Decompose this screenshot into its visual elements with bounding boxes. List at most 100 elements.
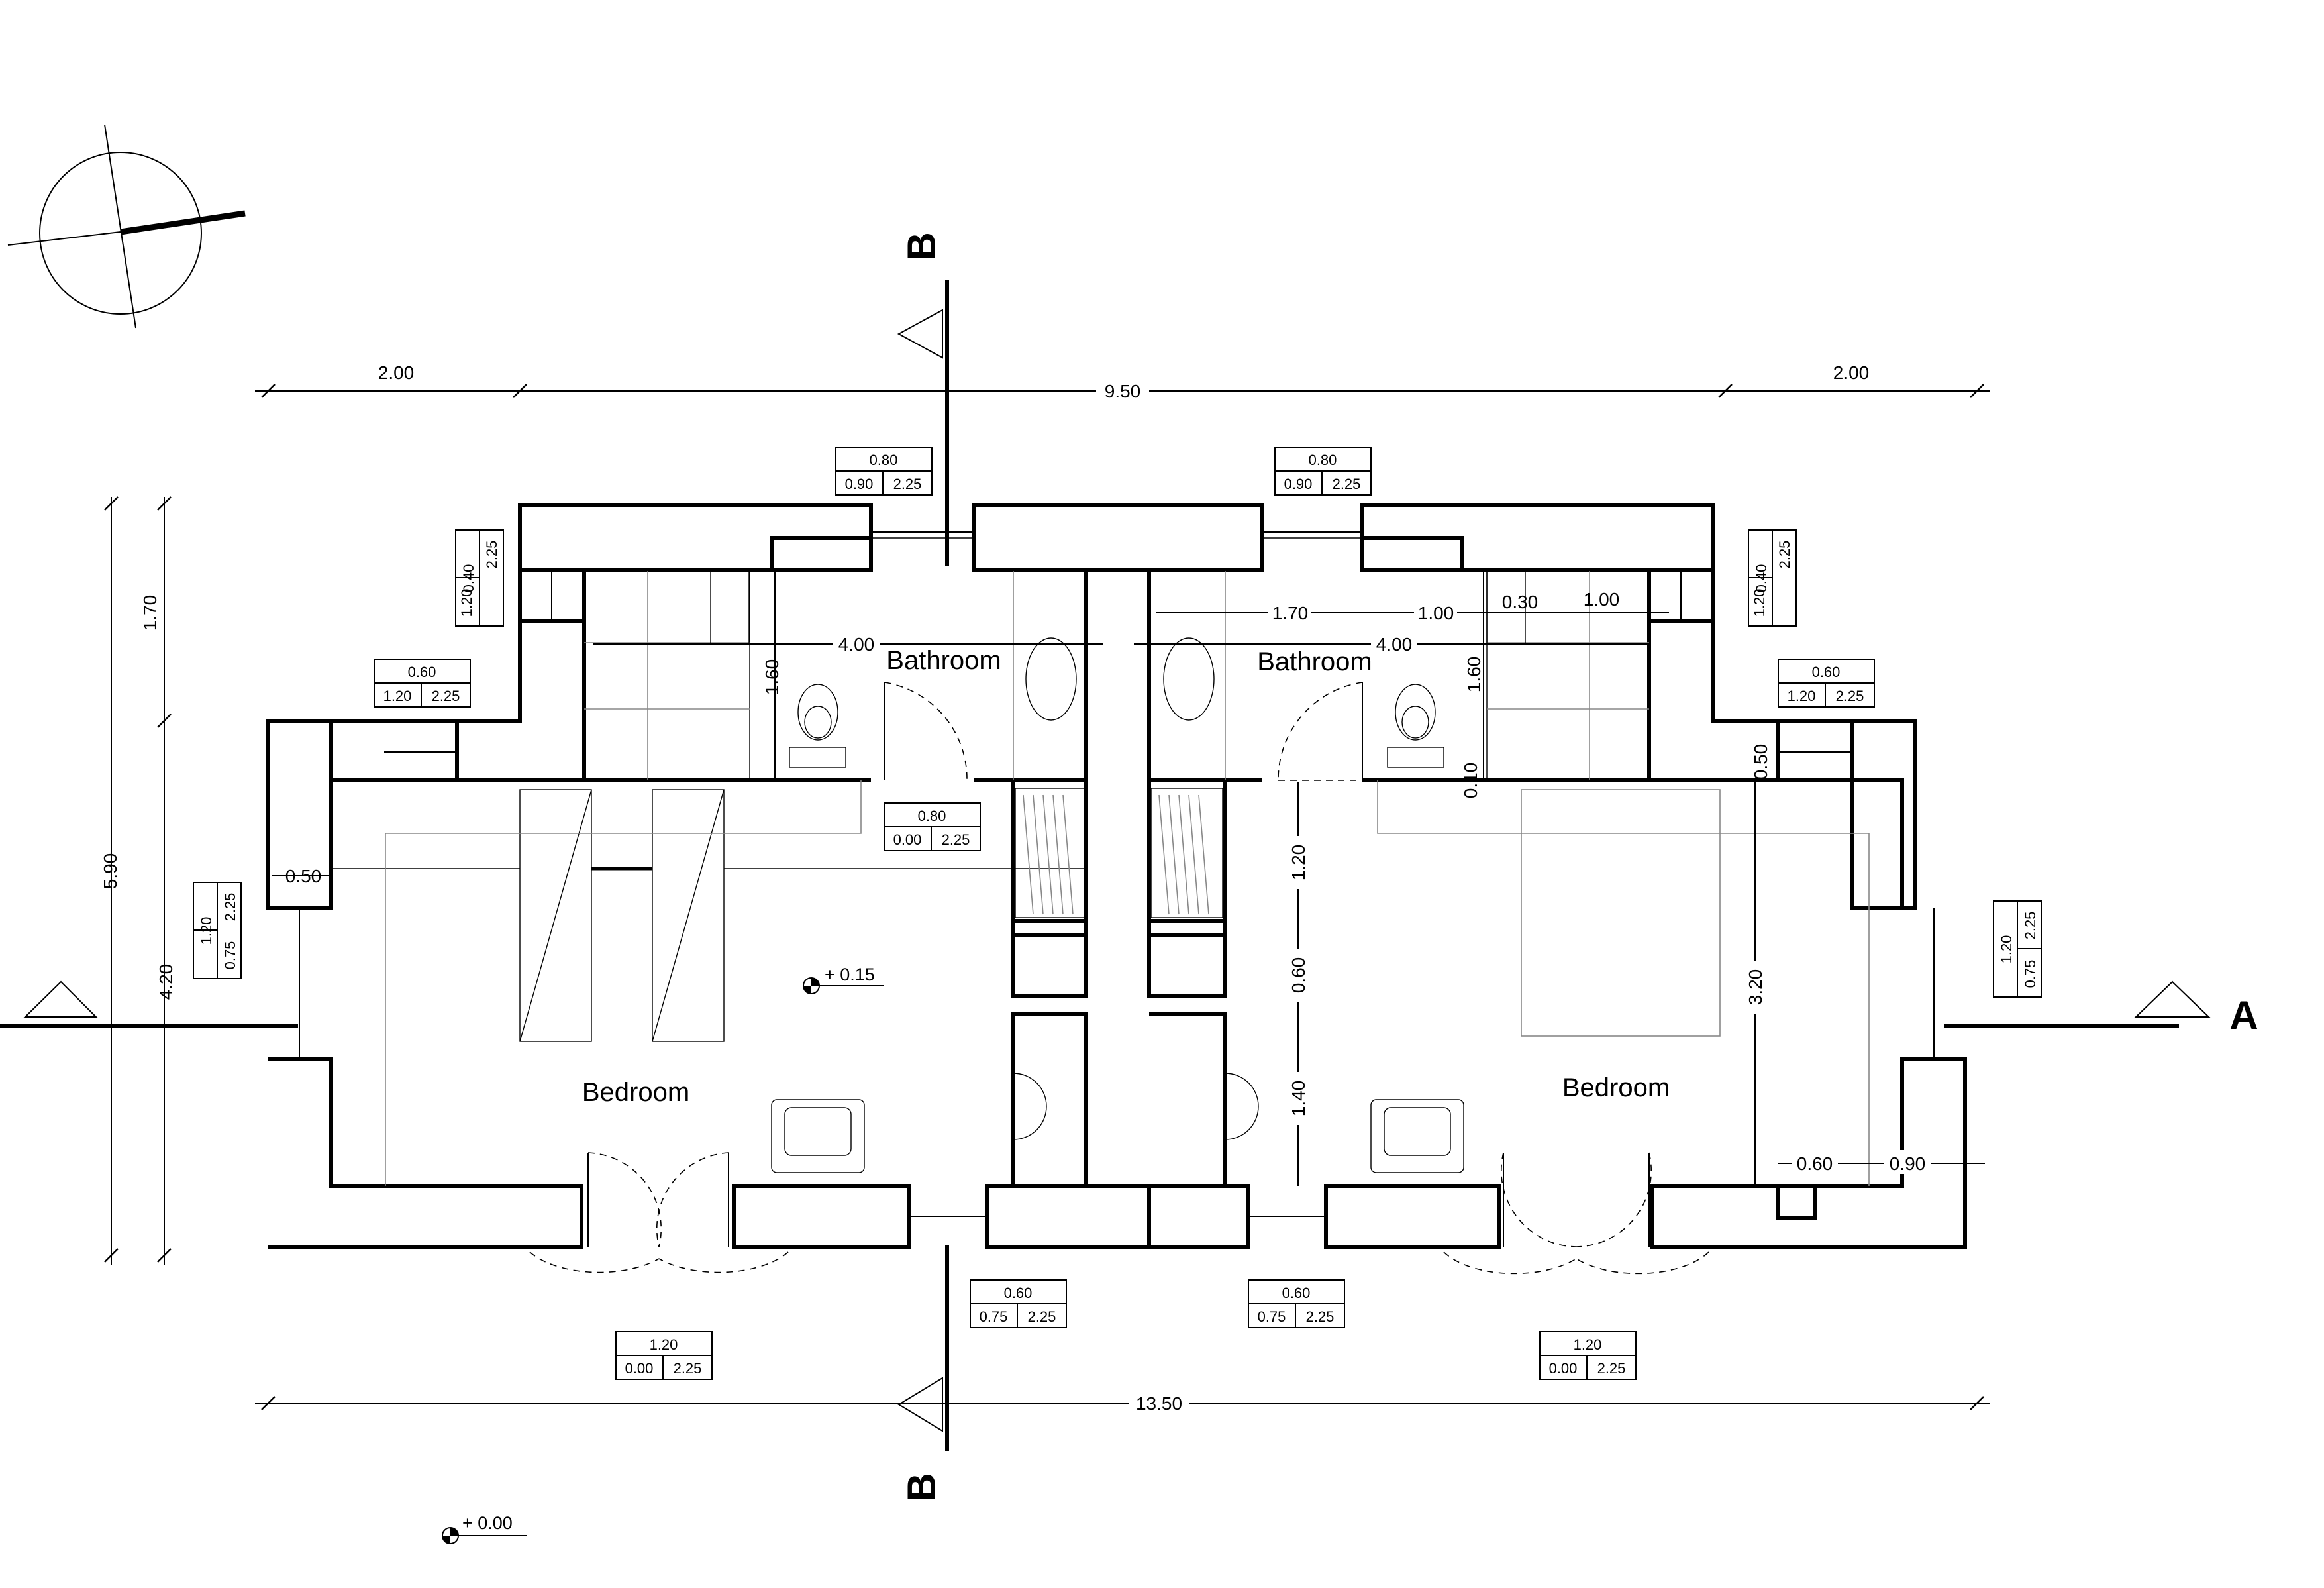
dim-right-bed-b: 0.90 <box>1890 1153 1926 1174</box>
dim-right-bed-depth: 3.20 <box>1745 969 1766 1006</box>
right-double-bed <box>1377 780 1870 1186</box>
left-armchair <box>771 1099 865 1173</box>
dim-corridor-a: 1.20 <box>1288 845 1309 881</box>
svg-text:0.75: 0.75 <box>980 1308 1008 1325</box>
svg-text:0.60: 0.60 <box>408 664 436 680</box>
tag-top-right-window: 0.80 0.90 2.25 <box>1274 447 1372 496</box>
svg-text:0.00: 0.00 <box>1549 1360 1578 1377</box>
svg-text:0.80: 0.80 <box>1309 452 1337 468</box>
dim-corridor-c: 1.40 <box>1288 1081 1309 1117</box>
svg-text:1.20: 1.20 <box>458 589 475 617</box>
svg-text:2.25: 2.25 <box>942 831 970 848</box>
dim-right-niche: 0.50 <box>1750 744 1771 780</box>
svg-text:0.00: 0.00 <box>893 831 922 848</box>
svg-text:0.40: 0.40 <box>460 564 477 593</box>
dim-right-bath-b: 1.00 <box>1418 603 1454 623</box>
tag-left-bath-window: 0.40 1.20 2.25 <box>455 529 504 627</box>
svg-text:0.60: 0.60 <box>1282 1285 1311 1301</box>
tag-left-bottom-window: 0.60 0.75 2.25 <box>970 1279 1067 1328</box>
right-bath-fixtures <box>1163 570 1650 781</box>
svg-text:2.25: 2.25 <box>1028 1308 1056 1325</box>
section-line-a <box>0 980 2211 1028</box>
tag-right-side-window: 0.60 1.20 2.25 <box>1778 659 1875 708</box>
svg-text:1.20: 1.20 <box>1574 1336 1602 1353</box>
svg-text:1.20: 1.20 <box>1788 688 1816 704</box>
tag-left-side-window: 0.60 1.20 2.25 <box>374 659 471 708</box>
svg-text:0.80: 0.80 <box>870 452 898 468</box>
dim-right-bath-c: 0.30 <box>1502 592 1539 612</box>
dim-bottom-total: 13.50 <box>1136 1393 1182 1414</box>
svg-text:0.60: 0.60 <box>1812 664 1841 680</box>
tag-right-bottom-window: 0.60 0.75 2.25 <box>1248 1279 1345 1328</box>
svg-text:1.20: 1.20 <box>1998 935 2015 964</box>
svg-text:2.25: 2.25 <box>1597 1360 1626 1377</box>
level-text-ground: + 0.00 <box>462 1513 513 1533</box>
left-bath-fixtures <box>583 570 1077 781</box>
svg-text:2.25: 2.25 <box>432 688 460 704</box>
door-swings <box>529 682 1709 1275</box>
left-wardrobe <box>331 789 1086 1042</box>
tag-left-bath-door: 0.80 0.00 2.25 <box>884 802 981 851</box>
section-marker-a: A <box>2229 993 2258 1037</box>
dim-right-bath-width: 4.00 <box>1376 634 1413 655</box>
section-marker-b-top: B <box>899 232 944 260</box>
dim-right-bath-d: 1.00 <box>1584 589 1620 609</box>
dim-top-center: 9.50 <box>1105 381 1141 401</box>
level-marker-ground <box>442 1527 527 1544</box>
svg-text:0.75: 0.75 <box>2022 960 2039 988</box>
dim-left-overall: 5.90 <box>100 853 121 890</box>
dim-right-bath-depth: 1.60 <box>1464 657 1484 693</box>
room-label-right-bedroom: Bedroom <box>1562 1073 1670 1102</box>
dim-left-lower: 4.20 <box>156 964 176 1000</box>
svg-text:1.20: 1.20 <box>1751 589 1768 617</box>
dim-right-bath-a: 1.70 <box>1272 603 1309 623</box>
tag-left-end-window: 1.20 0.75 2.25 <box>193 882 242 979</box>
window-symbols <box>299 531 1935 1217</box>
svg-text:0.90: 0.90 <box>845 476 874 492</box>
left-bed-outline <box>385 780 862 1186</box>
svg-text:0.90: 0.90 <box>1284 476 1313 492</box>
svg-text:1.20: 1.20 <box>198 917 215 945</box>
tag-right-end-window: 1.20 0.75 2.25 <box>1993 900 2042 998</box>
north-arrow-icon <box>7 124 246 329</box>
svg-text:0.00: 0.00 <box>625 1360 654 1377</box>
right-corridor-shelves <box>1150 788 1259 1140</box>
svg-text:0.60: 0.60 <box>1004 1285 1033 1301</box>
level-marker-bedroom <box>803 977 884 994</box>
dim-right-bed-a: 0.60 <box>1797 1153 1833 1174</box>
svg-text:0.80: 0.80 <box>918 808 946 824</box>
right-armchair <box>1370 1099 1464 1173</box>
dim-top-left: 2.00 <box>378 362 415 383</box>
level-text-bedroom: + 0.15 <box>825 965 875 984</box>
svg-text:0.75: 0.75 <box>222 941 238 970</box>
svg-text:2.25: 2.25 <box>1836 688 1864 704</box>
svg-text:2.25: 2.25 <box>483 541 500 569</box>
svg-text:2.25: 2.25 <box>674 1360 702 1377</box>
room-label-left-bedroom: Bedroom <box>582 1078 689 1107</box>
dim-top-right: 2.00 <box>1833 362 1870 383</box>
svg-text:2.25: 2.25 <box>893 476 922 492</box>
dim-right-small: 0.10 <box>1460 763 1481 799</box>
section-line-b <box>897 280 949 1451</box>
dim-corridor-b: 0.60 <box>1288 957 1309 994</box>
tag-top-left-window: 0.80 0.90 2.25 <box>835 447 933 496</box>
svg-text:0.40: 0.40 <box>1753 564 1770 593</box>
tag-left-entry-door: 1.20 0.00 2.25 <box>615 1331 713 1380</box>
svg-text:2.25: 2.25 <box>222 893 238 922</box>
room-label-right-bathroom: Bathroom <box>1257 647 1372 676</box>
svg-text:1.20: 1.20 <box>383 688 412 704</box>
tag-right-bath-window: 0.40 1.20 2.25 <box>1748 529 1797 627</box>
dim-left-upper: 1.70 <box>140 595 160 631</box>
dim-left-bath-width: 4.00 <box>838 634 875 655</box>
svg-text:1.20: 1.20 <box>650 1336 678 1353</box>
room-label-left-bathroom: Bathroom <box>886 646 1001 675</box>
svg-text:2.25: 2.25 <box>2022 912 2039 940</box>
walls-left-unit <box>266 503 1264 1249</box>
dim-left-bath-depth: 1.60 <box>762 659 782 696</box>
tag-right-entry-door: 1.20 0.00 2.25 <box>1539 1331 1637 1380</box>
svg-text:2.25: 2.25 <box>1306 1308 1335 1325</box>
dim-left-wall-thickness: 0.50 <box>285 866 322 886</box>
svg-text:2.25: 2.25 <box>1776 541 1793 569</box>
svg-text:2.25: 2.25 <box>1333 476 1361 492</box>
